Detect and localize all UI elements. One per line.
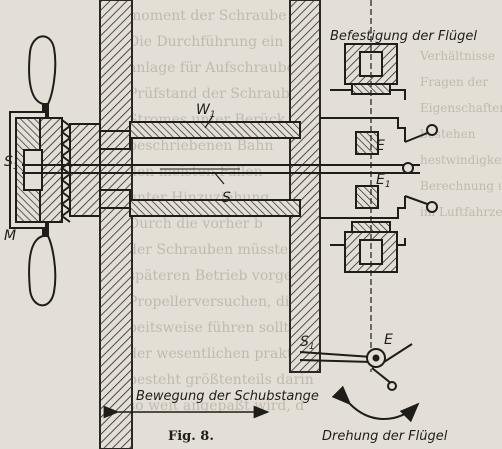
background-fragment: hestwindigkeit: [420, 153, 502, 167]
background-line: späteren Betrieb vorgeseh: [128, 268, 317, 284]
background-line: Durch die vorher b: [128, 216, 263, 232]
label-M: M: [4, 228, 16, 244]
label-W1: W1: [196, 102, 216, 120]
background-line: der Schrauben müsste: [128, 242, 288, 258]
background-line: anlage für Aufschraube: [128, 60, 295, 76]
background-text: moment der Schraube er Die Durchführung e…: [128, 8, 321, 414]
background-line: beschriebenen Bahn: [128, 138, 273, 154]
background-line: moment der Schraube er: [128, 8, 306, 24]
label-E-upper: E: [376, 138, 385, 154]
figure-caption: Fig. 8.: [168, 429, 214, 444]
label-mount: Befestigung der Flügel: [330, 29, 477, 44]
background-fragment: Eigenschaften: [420, 101, 502, 115]
push-rod: [22, 164, 420, 174]
right-wall: [289, 0, 321, 373]
label-E1: E1: [376, 172, 391, 190]
background-fragment: im Luftfahrzeug: [420, 205, 502, 219]
leader-S: [213, 171, 225, 185]
background-line: beitsweise führen sollten: [128, 320, 306, 336]
left-hub: [9, 111, 101, 229]
label-S1-bottom: S1: [300, 334, 315, 352]
left-wall: [99, 0, 133, 449]
label-E-bottom: E: [384, 332, 393, 348]
label-rod-motion: Bewegung der Schubstange: [136, 389, 319, 404]
background-line: Propellerversuchen, die: [128, 294, 298, 310]
background-fragment: Fragen der: [420, 75, 488, 89]
label-S: S: [222, 190, 231, 206]
sleeve-W1: [99, 121, 301, 217]
left-propeller: [28, 35, 57, 307]
background-line: Prüfstand der Schraube: [128, 86, 298, 102]
background-line: Die Durchführung ein: [128, 34, 283, 50]
leader-W1: [204, 116, 213, 129]
background-fragment: Verhältnisse: [419, 49, 495, 63]
label-blade-rotation: Drehung der Flügel: [322, 429, 448, 444]
label-S1-left: S1: [4, 154, 19, 172]
background-fragment: Berechnung und: [420, 179, 502, 193]
crank-detail: [299, 343, 420, 423]
background-line: besteht größtenteils darin: [128, 372, 314, 388]
background-line: der wesentlichen praktisch: [128, 346, 321, 362]
